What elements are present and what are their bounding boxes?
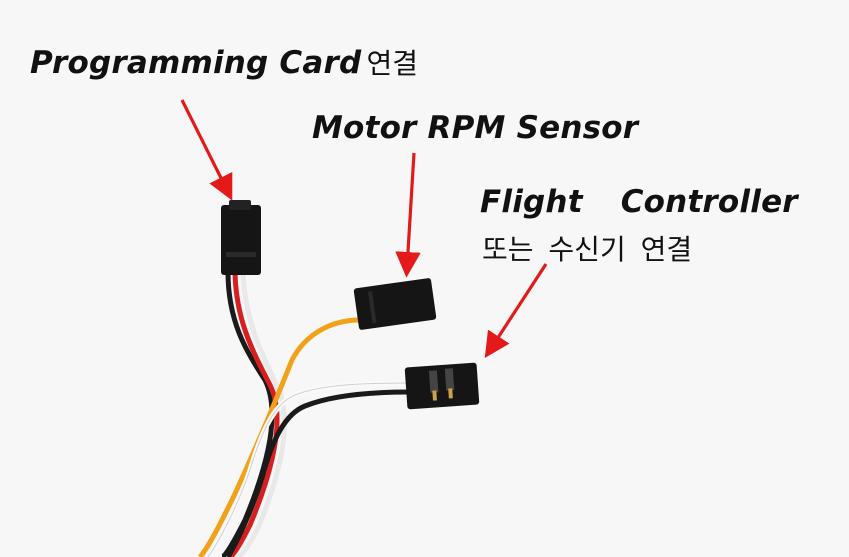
motor-rpm-sensor-connector bbox=[353, 278, 437, 330]
arrow-flight-controller bbox=[484, 263, 548, 359]
motor-rpm-sensor-label: Motor RPM Sensor bbox=[312, 110, 639, 146]
flight-controller-connector bbox=[404, 362, 480, 410]
programming-card-label-en: Programming Card bbox=[30, 45, 362, 81]
programming-card-label: Programming Card 연결 bbox=[30, 42, 418, 82]
programming-card-connector bbox=[221, 200, 261, 275]
rpm-sensor-wire bbox=[198, 317, 361, 557]
arrow-programming-card bbox=[180, 99, 233, 201]
flight-controller-cable bbox=[205, 380, 411, 557]
programming-card-label-ko: 연결 bbox=[366, 47, 419, 80]
flight-controller-label: Flight Controller bbox=[480, 184, 798, 220]
arrow-motor-rpm-sensor bbox=[395, 152, 421, 278]
receiver-connection-label: 또는 수신기 연결 bbox=[482, 233, 693, 266]
